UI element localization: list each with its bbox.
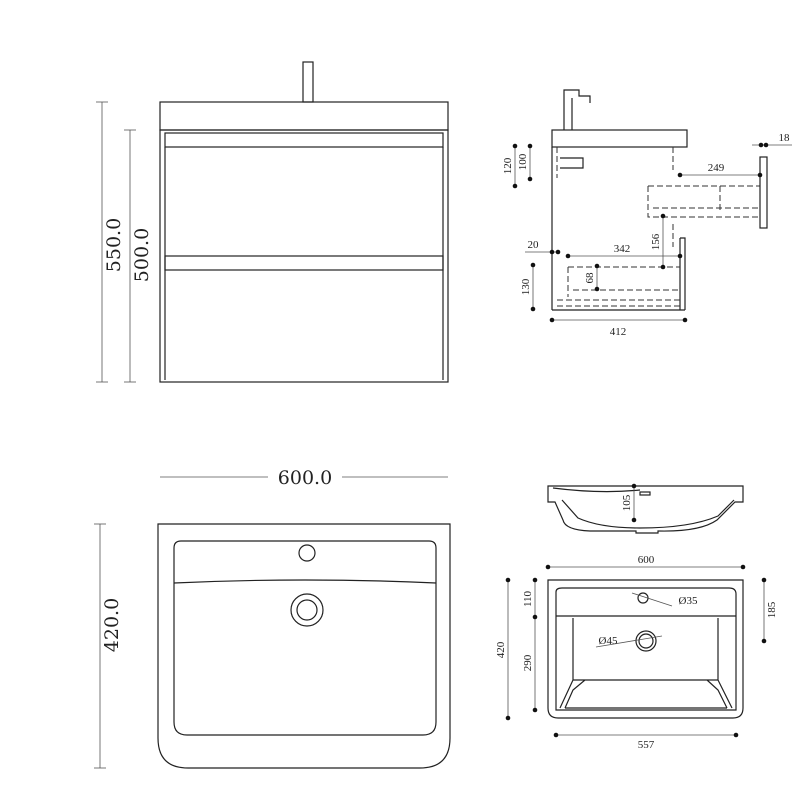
dim-dia45: Ø45 (599, 635, 618, 647)
dim-342: 342 (614, 243, 631, 255)
dim-100: 100 (517, 153, 529, 170)
dim-290: 290 (522, 654, 534, 671)
top-rail (164, 132, 444, 148)
dim-depth: 420.0 (101, 598, 123, 652)
dim-156: 156 (650, 233, 662, 250)
dim-249: 249 (708, 162, 725, 174)
dim-20: 20 (528, 239, 540, 251)
faucet (302, 61, 314, 103)
dim-600: 600 (638, 554, 655, 566)
drain (290, 593, 324, 627)
dim-420: 420 (495, 641, 507, 658)
dim-height-cabinet: 500.0 (131, 228, 153, 282)
dim-68: 68 (584, 272, 596, 284)
front-view: 550.0 500.0 600.0 (96, 61, 449, 489)
dim-110: 110 (522, 590, 534, 607)
dim-105: 105 (621, 494, 633, 511)
dim-width: 600.0 (278, 467, 332, 489)
dim-412: 412 (610, 326, 627, 338)
dim-18: 18 (779, 132, 791, 144)
cabinet-body (159, 129, 449, 383)
dim-height-total: 550.0 (103, 218, 125, 272)
countertop (159, 101, 449, 131)
dim-185: 185 (766, 601, 778, 618)
dim-120: 120 (502, 157, 514, 174)
dim-dia35: Ø35 (679, 595, 698, 607)
dim-557: 557 (638, 739, 655, 751)
basin-plan-view: 420.0 (94, 523, 451, 769)
overflow-hole (298, 544, 316, 562)
side-view: 249 18 120 100 20 342 156 130 68 412 (502, 89, 792, 338)
dim-130: 130 (520, 278, 532, 295)
middle-rail (164, 255, 444, 271)
basin-detail: 105 Ø35 Ø45 600 420 110 290 185 557 (495, 483, 778, 751)
